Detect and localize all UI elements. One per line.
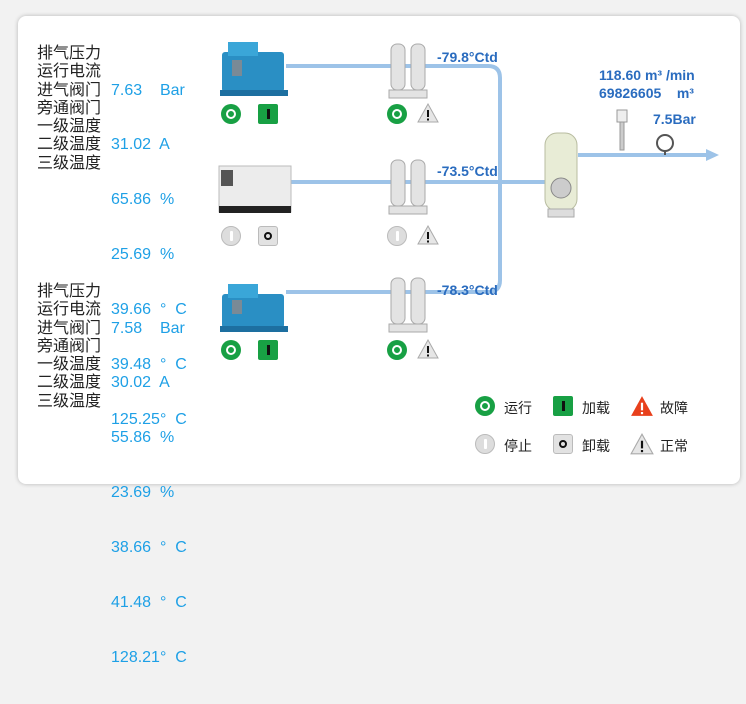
pipe-top xyxy=(286,64,502,294)
label: 排气压力 xyxy=(37,283,102,300)
outlet-flow: 118.60 m³ /min xyxy=(599,67,695,83)
dryer-3-dewpoint: -78.3°Ctd xyxy=(437,282,498,298)
label: 三级温度 xyxy=(37,392,102,410)
label: 一级温度 xyxy=(37,118,102,136)
panel xyxy=(18,16,740,484)
legend-unload-icon xyxy=(553,434,573,454)
value: 41.48 ° C xyxy=(111,594,187,612)
pressure-gauge-icon xyxy=(656,134,674,155)
compressor-3-load-icon[interactable] xyxy=(258,340,278,360)
compressor-2-image xyxy=(218,165,292,213)
dryer-2-normal-icon[interactable] xyxy=(417,225,439,245)
value: 7.58 Bar xyxy=(111,319,185,337)
value: 128.21° C xyxy=(111,648,187,666)
label: 三级温度 xyxy=(37,154,102,172)
label: 进气阀门 xyxy=(37,319,102,337)
value: 31.02 A xyxy=(111,136,170,154)
compressor-2-stop-icon[interactable] xyxy=(221,226,241,246)
pipe-diagram xyxy=(218,42,719,333)
legend-load-label: 加载 xyxy=(582,400,610,416)
label: 排气压力 xyxy=(37,45,102,62)
dryer-images xyxy=(388,43,428,333)
legend-stop-icon xyxy=(475,434,495,454)
dryer-2-stop-icon[interactable] xyxy=(387,226,407,246)
value: 65.86 % xyxy=(111,191,175,209)
legend-load-icon xyxy=(553,396,573,416)
value: 7.63 Bar xyxy=(111,81,185,99)
value: 30.02 A xyxy=(111,374,170,392)
air-tank-image xyxy=(544,132,578,218)
arrow-icon xyxy=(706,149,719,161)
legend-run-label: 运行 xyxy=(504,400,532,416)
compressor-2-unload-icon[interactable] xyxy=(258,226,278,246)
dryer-2-dewpoint: -73.5°Ctd xyxy=(437,163,498,179)
flow-sensor-icon xyxy=(616,109,628,151)
legend-stop-label: 停止 xyxy=(504,438,532,454)
compressor-3-run-icon[interactable] xyxy=(221,340,241,360)
compressor-3-readings: 排气压力 运行电流 进气阀门 旁通阀门 一级温度 二级温度 三级温度 7.58 … xyxy=(37,283,187,704)
value: 39.48 ° C xyxy=(111,356,187,374)
legend-fault-label: 故障 xyxy=(660,400,688,416)
value: 38.66 ° C xyxy=(111,539,187,557)
dryer-1-run-icon[interactable] xyxy=(387,104,407,124)
label: 二级温度 xyxy=(37,136,102,154)
value: 125.25° C xyxy=(111,410,187,428)
label: 旁通阀门 xyxy=(37,337,102,355)
dryer-1-normal-icon[interactable] xyxy=(417,103,439,123)
dryer-3-run-icon[interactable] xyxy=(387,340,407,360)
value: 23.69 % xyxy=(111,484,175,502)
compressor-1-image xyxy=(220,42,288,96)
legend-unload-label: 卸载 xyxy=(582,438,610,454)
label: 一级温度 xyxy=(37,356,102,374)
value: 39.66 ° C xyxy=(111,301,187,319)
compressor-1-load-icon[interactable] xyxy=(258,104,278,124)
outlet-pressure: 7.5Bar xyxy=(653,111,696,127)
label: 进气阀门 xyxy=(37,81,102,99)
label: 运行电流 xyxy=(37,63,102,81)
value: 25.69 % xyxy=(111,246,175,264)
legend-normal-icon xyxy=(630,433,654,455)
label: 旁通阀门 xyxy=(37,99,102,117)
dryer-3-normal-icon[interactable] xyxy=(417,339,439,359)
label: 二级温度 xyxy=(37,374,102,392)
value: 55.86 % xyxy=(111,429,175,447)
compressor-3-image xyxy=(220,284,288,332)
compressor-1-readings: 排气压力 运行电流 进气阀门 旁通阀门 一级温度 二级温度 三级温度 7.63 … xyxy=(37,45,187,466)
label: 运行电流 xyxy=(37,301,102,319)
legend-normal-label: 正常 xyxy=(660,438,688,454)
compressor-1-run-icon[interactable] xyxy=(221,104,241,124)
outlet-total: 69826605 m³ xyxy=(599,85,694,101)
legend-run-icon xyxy=(475,396,495,416)
dryer-1-dewpoint: -79.8°Ctd xyxy=(437,49,498,65)
legend-fault-icon xyxy=(631,396,653,416)
